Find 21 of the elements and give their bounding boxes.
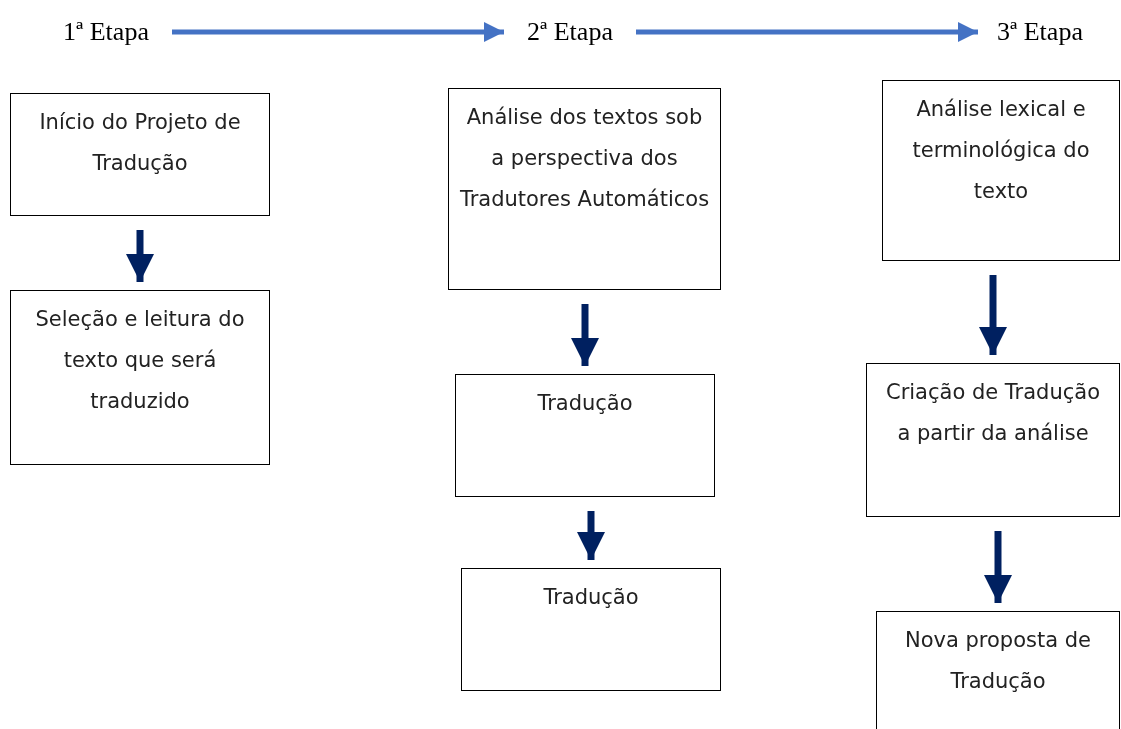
box-text: Nova proposta de Tradução <box>904 627 1092 695</box>
box-text: Tradução <box>543 584 639 611</box>
process-box <box>10 290 270 465</box>
box-text: Seleção e leitura do texto que será traduzido <box>34 306 246 415</box>
box-text: Análise lexical e terminológica do texto <box>911 96 1091 205</box>
arrow <box>636 22 978 42</box>
process-box <box>876 611 1120 729</box>
stage-heading: 3ª Etapa <box>990 14 1090 50</box>
stage-heading: 2ª Etapa <box>516 14 624 50</box>
box-text: Análise dos textos sob a perspectiva dos Tradutores Automáticos <box>459 104 710 213</box>
process-box <box>455 374 715 497</box>
arrow <box>172 22 504 42</box>
box-text: Início do Projeto de Tradução <box>38 109 242 177</box>
process-box <box>866 363 1120 517</box>
box-text: Criação de Tradução a partir da análise <box>885 379 1101 447</box>
box-text: Tradução <box>537 390 633 417</box>
process-box <box>10 93 270 216</box>
process-box <box>461 568 721 691</box>
process-box <box>882 80 1120 261</box>
process-box <box>448 88 721 290</box>
stage-heading: 1ª Etapa <box>52 14 160 50</box>
